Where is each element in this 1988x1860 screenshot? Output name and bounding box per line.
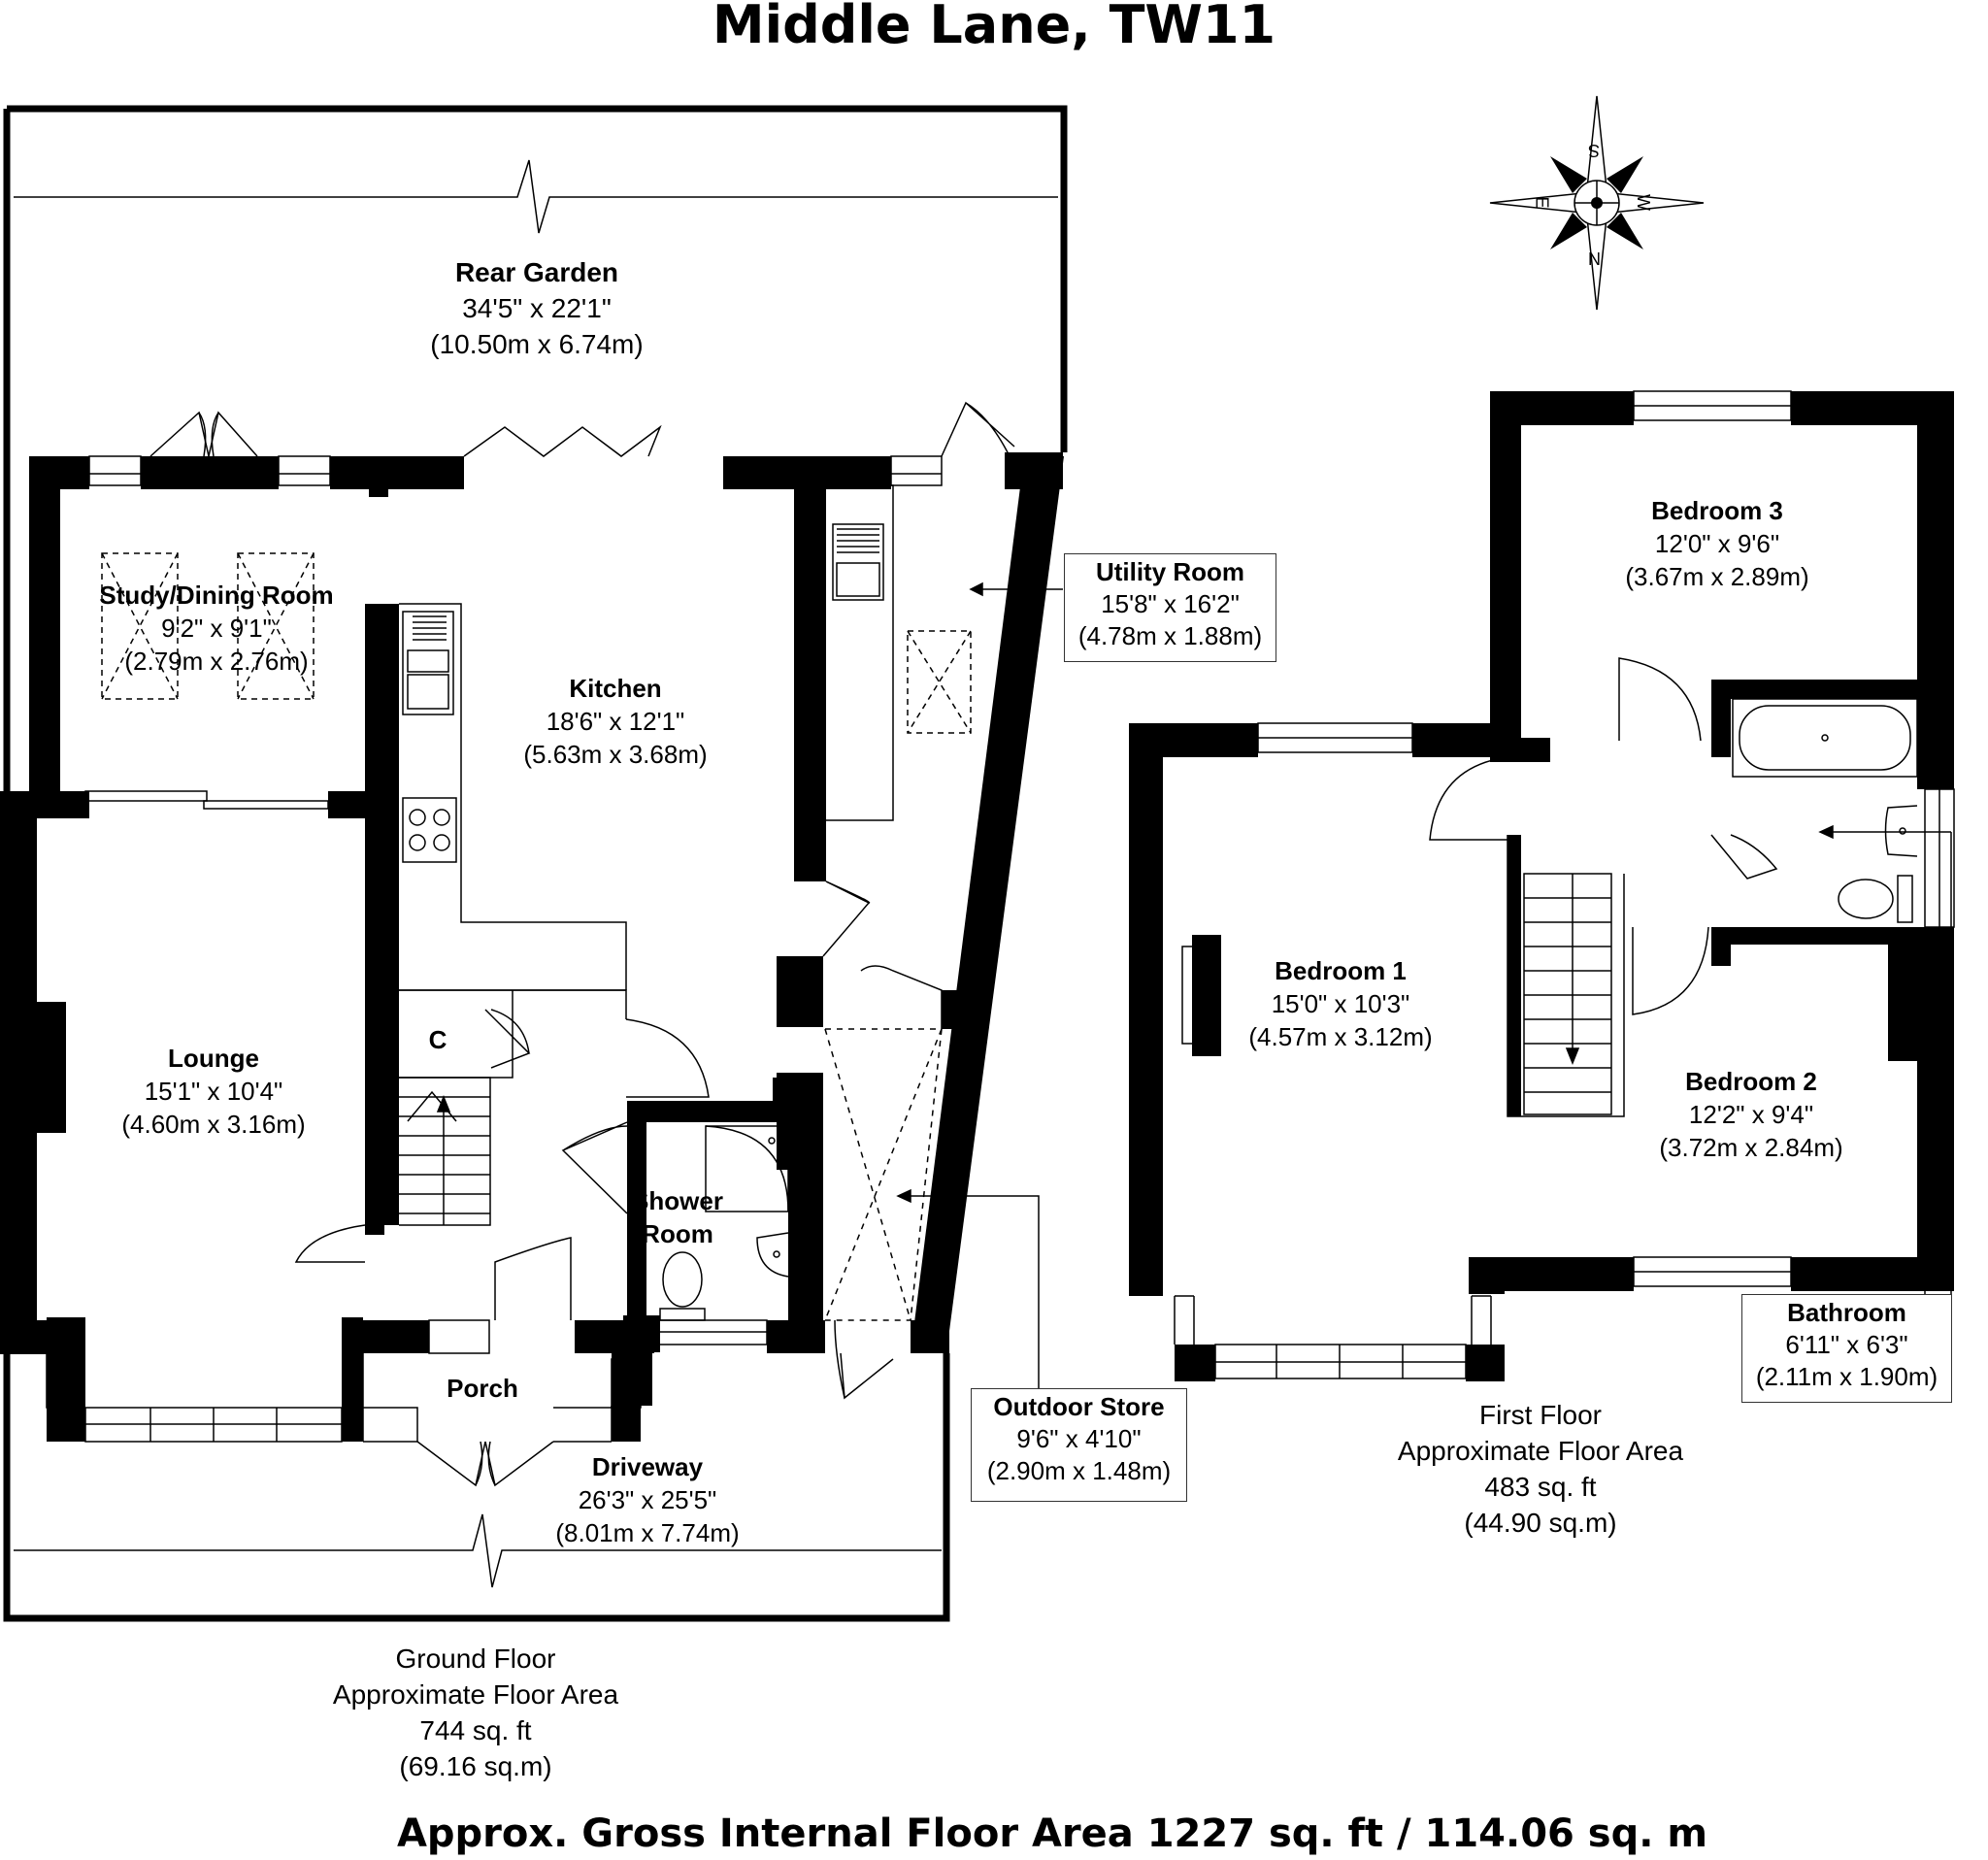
shower-room-name-line1: Shower [632, 1186, 723, 1215]
bathroom-name: Bathroom [1787, 1298, 1906, 1327]
rear-garden-label: Rear Garden 34'5" x 22'1" (10.50m x 6.74… [430, 254, 643, 362]
driveway-boundary-line [14, 1513, 942, 1588]
compass-south: S [1588, 141, 1601, 160]
ground-floor-name: Ground Floor [395, 1644, 556, 1674]
cupboard-label: C [429, 1023, 447, 1056]
first-floor-sqm: (44.90 sq.m) [1464, 1508, 1617, 1538]
driveway-imperial: 26'3" x 25'5" [578, 1485, 717, 1514]
ground-floor-sqft: 744 sq. ft [419, 1715, 532, 1745]
outdoor-store-name: Outdoor Store [993, 1392, 1165, 1421]
first-floor-name: First Floor [1478, 1400, 1602, 1430]
bedroom2-name: Bedroom 2 [1685, 1067, 1817, 1096]
study-metric: (2.79m x 2.76m) [124, 647, 309, 676]
bedroom3-name: Bedroom 3 [1651, 496, 1783, 525]
kitchen-name: Kitchen [569, 674, 662, 703]
study-imperial: 9'2" x 9'1" [161, 614, 272, 643]
compass-rose [1489, 95, 1705, 311]
bedroom3-imperial: 12'0" x 9'6" [1654, 529, 1780, 558]
bedroom1-imperial: 15'0" x 10'3" [1271, 989, 1410, 1018]
bedroom3-metric: (3.67m x 2.89m) [1625, 562, 1809, 591]
rear-garden-name: Rear Garden [454, 257, 619, 287]
first-floor-caption: Approximate Floor Area [1397, 1436, 1684, 1466]
bedroom1-label: Bedroom 1 15'0" x 10'3" (4.57m x 3.12m) [1248, 954, 1432, 1053]
slanted-boundary-wall [911, 456, 1064, 1353]
first-floor-sqft: 483 sq. ft [1484, 1472, 1597, 1502]
outdoor-store-imperial: 9'6" x 4'10" [1016, 1424, 1142, 1453]
driveway-label: Driveway 26'3" x 25'5" (8.01m x 7.74m) [555, 1450, 739, 1549]
porch-label: Porch [447, 1372, 518, 1405]
first-floor-area-label: First Floor Approximate Floor Area 483 s… [1398, 1397, 1683, 1541]
bathroom-metric: (2.11m x 1.90m) [1755, 1362, 1938, 1391]
utility-room-metric: (4.78m x 1.88m) [1077, 621, 1263, 650]
bedroom2-metric: (3.72m x 2.84m) [1659, 1133, 1843, 1162]
study-name: Study/Dining Room [99, 581, 334, 610]
shower-room-label: Shower Room [632, 1184, 723, 1250]
lounge-imperial: 15'1" x 10'4" [144, 1077, 283, 1106]
ground-floor-details [46, 401, 1063, 1487]
bedroom1-name: Bedroom 1 [1275, 956, 1407, 985]
driveway-name: Driveway [591, 1452, 704, 1481]
porch-name: Porch [447, 1374, 518, 1403]
garden-boundary-line [14, 159, 1058, 234]
bedroom1-metric: (4.57m x 3.12m) [1248, 1022, 1433, 1051]
bedroom3-label: Bedroom 3 12'0" x 9'6" (3.67m x 2.89m) [1625, 494, 1808, 593]
driveway-metric: (8.01m x 7.74m) [555, 1518, 740, 1547]
lounge-metric: (4.60m x 3.16m) [121, 1110, 306, 1139]
total-floor-area: Approx. Gross Internal Floor Area 1227 s… [396, 1811, 1708, 1856]
outdoor-store-metric: (2.90m x 1.48m) [986, 1456, 1172, 1485]
bedroom2-imperial: 12'2" x 9'4" [1688, 1100, 1814, 1129]
utility-room-label: Utility Room 15'8" x 16'2" (4.78m x 1.88… [1064, 553, 1276, 662]
ground-floor-area-label: Ground Floor Approximate Floor Area 744 … [333, 1641, 618, 1784]
compass-east: E [1532, 196, 1552, 209]
ground-floor-walls [0, 452, 1063, 1442]
lounge-label: Lounge 15'1" x 10'4" (4.60m x 3.16m) [121, 1042, 305, 1141]
ground-floor-sqm: (69.16 sq.m) [399, 1751, 552, 1781]
shower-room-name-line2: Room [642, 1219, 713, 1248]
first-floor-details [1174, 390, 1955, 1379]
page-title: Middle Lane, TW11 [712, 0, 1276, 55]
compass-west: W [1634, 194, 1653, 211]
lounge-name: Lounge [168, 1044, 259, 1073]
bedroom2-label: Bedroom 2 12'2" x 9'4" (3.72m x 2.84m) [1659, 1065, 1842, 1164]
bathroom-imperial: 6'11" x 6'3" [1785, 1330, 1908, 1359]
kitchen-label: Kitchen 18'6" x 12'1" (5.63m x 3.68m) [523, 672, 707, 771]
study-label: Study/Dining Room 9'2" x 9'1" (2.79m x 2… [99, 579, 333, 678]
utility-room-name: Utility Room [1095, 557, 1245, 586]
ground-floor-caption: Approximate Floor Area [332, 1679, 619, 1710]
kitchen-imperial: 18'6" x 12'1" [546, 707, 685, 736]
first-floor-walls [1129, 391, 1954, 1381]
rear-garden-metric: (10.50m x 6.74m) [430, 329, 644, 359]
utility-room-imperial: 15'8" x 16'2" [1101, 589, 1240, 618]
cupboard-name: C [428, 1025, 447, 1054]
bathroom-label: Bathroom 6'11" x 6'3" (2.11m x 1.90m) [1741, 1294, 1952, 1403]
outdoor-store-label: Outdoor Store 9'6" x 4'10" (2.90m x 1.48… [971, 1388, 1187, 1502]
compass-north: N [1588, 249, 1601, 268]
rear-garden-imperial: 34'5" x 22'1" [462, 293, 612, 323]
kitchen-metric: (5.63m x 3.68m) [523, 740, 708, 769]
